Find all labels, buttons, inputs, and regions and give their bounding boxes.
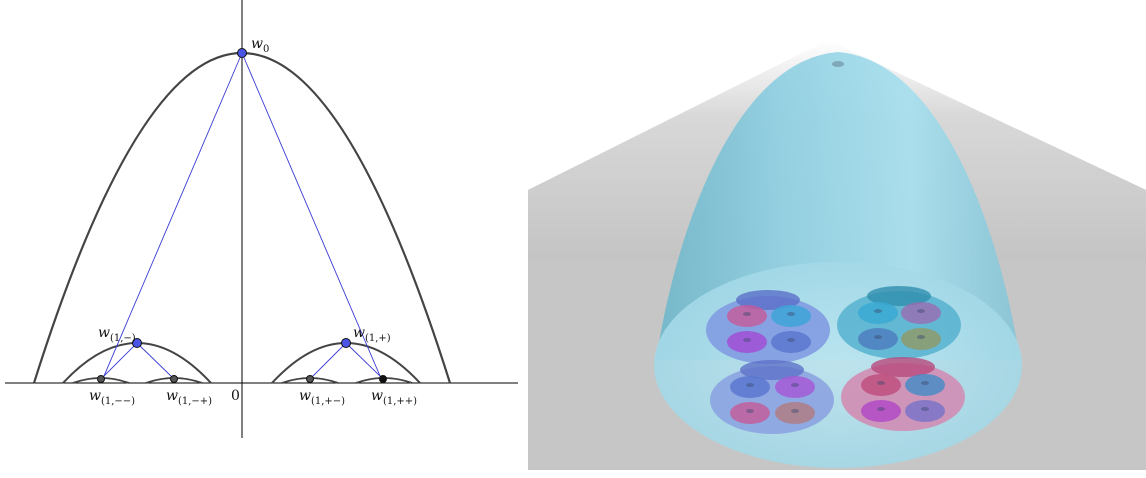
origin-label: 0 bbox=[231, 388, 240, 404]
left-arch bbox=[62, 342, 212, 384]
node-w0 bbox=[237, 48, 247, 58]
node-w1p bbox=[341, 338, 351, 348]
nested-dome-render bbox=[528, 40, 1146, 470]
inner-dome-top-left bbox=[706, 290, 830, 364]
right-arch bbox=[271, 342, 421, 384]
outer-base bbox=[654, 262, 1022, 468]
label-w1p: w(1,+) bbox=[353, 325, 391, 344]
label-w1m: w(1,−) bbox=[98, 325, 136, 344]
label-wmm: w(1,−−) bbox=[89, 388, 135, 407]
node-wpp bbox=[379, 375, 387, 383]
label-wpp: w(1,++) bbox=[371, 388, 417, 407]
inner-dome-top-right bbox=[837, 286, 961, 359]
arch-tree-diagram: w0 w(1,−) w(1,+) w(1,−−) w(1,−+) w(1,+−)… bbox=[5, 0, 518, 438]
label-wmp: w(1,−+) bbox=[166, 388, 212, 407]
label-w0: w0 bbox=[251, 36, 269, 55]
node-wpm bbox=[306, 375, 314, 383]
outer-dome-top-dot bbox=[832, 61, 844, 67]
inner-dome-bottom-left bbox=[710, 360, 834, 434]
node-w1m bbox=[132, 338, 142, 348]
inner-dome-bottom-right bbox=[841, 357, 965, 431]
bubble-highlights bbox=[743, 309, 929, 413]
tree-lines bbox=[100, 52, 384, 384]
node-wmm bbox=[97, 375, 105, 383]
node-wmp bbox=[170, 375, 178, 383]
label-wpm: w(1,+−) bbox=[299, 388, 345, 407]
